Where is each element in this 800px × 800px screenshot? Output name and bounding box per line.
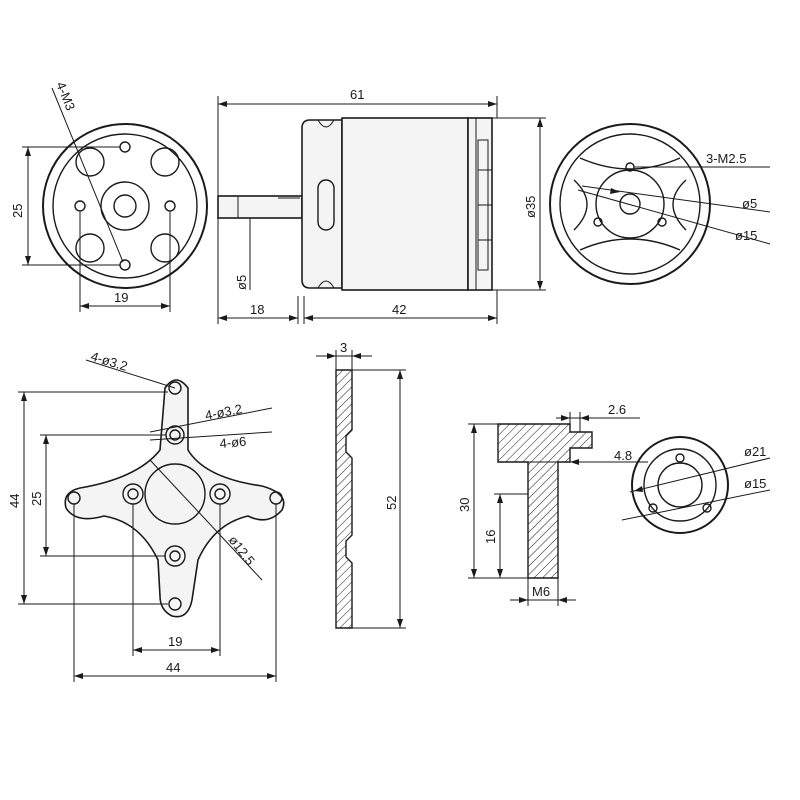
rear-inner-circle: [559, 133, 701, 275]
mount-section-height-label: 52: [384, 496, 399, 510]
front-inner-circle: [52, 133, 198, 279]
mount-center-label: ø12.5: [226, 533, 258, 568]
mount-height-label: 44: [7, 494, 22, 508]
mount-outer-holes-leader: [85, 359, 176, 389]
rear-hub: [595, 169, 665, 239]
adapter-top-outer: [631, 436, 729, 534]
rear-spoke-arc: [672, 179, 687, 231]
rear-outer-leader: [577, 189, 771, 245]
mount-inner-hole: [127, 488, 139, 500]
adapter-top-bore: [657, 462, 703, 508]
front-m3-hole: [119, 141, 131, 153]
rear-m25-hole: [657, 217, 667, 227]
mount-counterbore-label: 4-ø6: [219, 434, 247, 451]
adapter-section-profile: [497, 423, 593, 579]
rear-outer-circle: [549, 123, 711, 285]
side-bell-slot: [317, 179, 335, 231]
front-view: 4-M3 25 19: [10, 80, 208, 312]
mount-view: 4-ø3.2 4-ø3.2 4-ø6 ø12.5 44 25 19 44: [7, 349, 285, 682]
adapter-inner-leader: [621, 489, 771, 521]
rear-spoke-arc: [573, 179, 588, 231]
mount-inner-width-label: 19: [168, 634, 182, 649]
front-holes-leader: [51, 87, 124, 263]
adapter-top-hole: [702, 503, 712, 513]
side-bell-front: [301, 119, 343, 289]
mount-counterbore-leader: [149, 431, 273, 441]
front-holes-label: 4-M3: [53, 80, 78, 113]
adapter-inner-label: ø15: [744, 476, 766, 491]
rear-inner-label: ø5: [742, 196, 757, 211]
mount-section-thickness-label: 3: [340, 340, 347, 355]
mount-center-leader: [149, 459, 263, 581]
mount-section-view: 3 52: [316, 340, 406, 629]
mount-width-label: 44: [166, 660, 180, 675]
mount-inner-hole: [169, 429, 181, 441]
side-body: [341, 117, 469, 291]
front-m3-hole: [119, 259, 131, 271]
side-shaft-label: ø5: [234, 275, 249, 290]
front-outer-circle: [42, 123, 208, 289]
mount-plate: [64, 379, 285, 618]
rear-outer-label: ø15: [735, 228, 757, 243]
rear-spoke-arc: [579, 157, 681, 170]
adapter-view: 2.6 4.8 30 16 M6 ø21 ø15: [457, 402, 771, 606]
adapter-thread-label: M6: [532, 584, 550, 599]
front-vent-hole: [75, 233, 105, 263]
front-vent-hole: [75, 147, 105, 177]
front-height-label: 25: [10, 204, 25, 218]
adapter-top-inner: [643, 448, 717, 522]
mount-inner-height-label: 25: [29, 492, 44, 506]
adapter-shank-label: 16: [483, 530, 498, 544]
mount-outer-holes-label: 4-ø3.2: [89, 349, 129, 374]
side-diameter-label: ø35: [523, 196, 538, 218]
front-m3-hole: [74, 200, 86, 212]
adapter-top-hole: [675, 453, 685, 463]
front-center-hole: [113, 194, 137, 218]
mount-inner-hole: [214, 488, 226, 500]
adapter-top-hole: [648, 503, 658, 513]
adapter-height-label: 30: [457, 498, 472, 512]
mount-outer-hole: [168, 597, 182, 611]
side-view: 61 ø35 ø5 18 42: [217, 87, 546, 324]
mount-section-profile: [335, 369, 353, 629]
mount-outer-hole: [168, 381, 182, 395]
front-vent-hole: [150, 233, 180, 263]
mount-center-hole: [144, 463, 206, 525]
front-width-label: 19: [114, 290, 128, 305]
adapter-outer-label: ø21: [744, 444, 766, 459]
mount-inner-holes-label: 4-ø3.2: [204, 401, 244, 423]
front-m3-hole: [164, 200, 176, 212]
side-total-length-label: 61: [350, 87, 364, 102]
front-center-boss: [100, 181, 150, 231]
side-shaft: [217, 195, 303, 219]
side-shaft-length-label: 18: [250, 302, 264, 317]
rear-shaft-hole: [619, 193, 641, 215]
rear-spoke-arc: [579, 238, 681, 251]
adapter-step-label: 2.6: [608, 402, 626, 417]
adapter-flange-label: 4.8: [614, 448, 632, 463]
rear-m25-hole: [593, 217, 603, 227]
mount-inner-hole: [169, 550, 181, 562]
rear-view: 3-M2.5 ø5 ø15: [549, 123, 771, 285]
front-vent-hole: [150, 147, 180, 177]
adapter-outer-leader: [629, 457, 771, 493]
side-body-length-label: 42: [392, 302, 406, 317]
rear-holes-label: 3-M2.5: [706, 151, 746, 166]
mount-inner-holes-leader: [149, 407, 273, 433]
